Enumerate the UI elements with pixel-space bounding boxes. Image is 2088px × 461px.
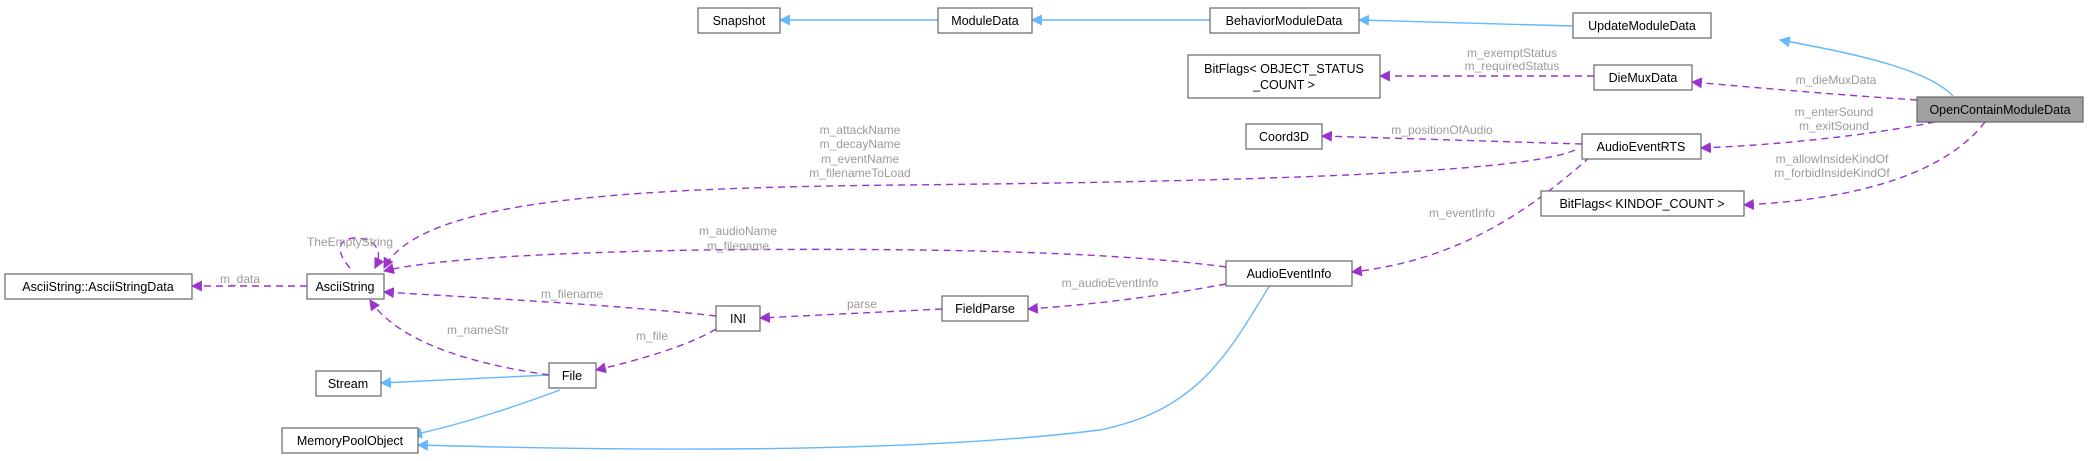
node-label: AsciiString::AsciiStringData: [22, 280, 173, 294]
label-allow-inside-kindof: m_allowInsideKindOf: [1776, 152, 1889, 166]
edge-audioeventinfo-to-memorypool: [416, 284, 1271, 451]
edge-fieldparse-to-ini: [758, 308, 943, 324]
label-filename-to-load: m_filenameToLoad: [809, 166, 910, 180]
edge-audioeventrts-to-coord3d: [1320, 130, 1583, 145]
node-label: BehaviorModuleData: [1226, 14, 1343, 28]
node-label: File: [562, 369, 582, 383]
edge-audioeventrts-to-asciistring: [383, 149, 1576, 269]
node-label: INI: [730, 312, 746, 326]
node-module-data[interactable]: ModuleData: [937, 7, 1033, 34]
label-required-status: m_requiredStatus: [1465, 59, 1560, 73]
edge-audioeventinfo-to-asciistring: [382, 248, 1227, 275]
edge-file-to-asciistring: [369, 299, 550, 376]
node-bitflags-object-status[interactable]: BitFlags< OBJECT_STATUS _COUNT >: [1187, 54, 1381, 99]
label-forbid-inside-kindof: m_forbidInsideKindOf: [1774, 166, 1890, 180]
label-exempt-status: m_exemptStatus: [1467, 46, 1557, 60]
node-label: FieldParse: [955, 302, 1015, 316]
nodes: Snapshot ModuleData BehaviorModuleData U…: [4, 7, 2084, 454]
node-field-parse[interactable]: FieldParse: [941, 295, 1029, 322]
label-position-of-audio: m_positionOfAudio: [1391, 123, 1493, 137]
node-label: MemoryPoolObject: [297, 434, 404, 448]
edge-file-to-stream: [379, 374, 550, 389]
edge-asciistring-self: [339, 237, 385, 269]
node-behavior-module-data[interactable]: BehaviorModuleData: [1209, 7, 1360, 34]
node-audio-event-rts[interactable]: AudioEventRTS: [1581, 133, 1702, 160]
edge-file-to-memorypool: [410, 389, 561, 439]
node-stream[interactable]: Stream: [315, 370, 382, 397]
node-label: AsciiString: [315, 280, 374, 294]
label-attack-name: m_attackName: [820, 123, 901, 137]
node-ascii-string-data[interactable]: AsciiString::AsciiStringData: [4, 273, 193, 300]
edge-update-to-behavior: [1357, 14, 1574, 27]
label-file: m_file: [636, 329, 668, 343]
edge-opencontain-to-update: [1778, 36, 1954, 97]
label-event-info: m_eventInfo: [1429, 206, 1495, 220]
node-label: AudioEventRTS: [1597, 140, 1686, 154]
node-file[interactable]: File: [548, 362, 597, 389]
label-filename-audioeventinfo: m_filename: [707, 239, 769, 253]
node-label: OpenContainModuleData: [1929, 103, 2070, 117]
label-the-empty-string: TheEmptyString: [307, 235, 393, 249]
node-label-line1: BitFlags< OBJECT_STATUS: [1204, 62, 1364, 76]
node-update-module-data[interactable]: UpdateModuleData: [1572, 12, 1712, 39]
edge-opencontain-to-diemux: [1690, 77, 1918, 101]
node-ascii-string[interactable]: AsciiString: [306, 273, 385, 300]
edge-audioeventrts-to-audioeventinfo: [1350, 156, 1591, 277]
node-open-contain-module-data[interactable]: OpenContainModuleData: [1916, 96, 2084, 123]
label-filename-ini: m_filename: [541, 287, 603, 301]
edge-opencontain-to-bitflags-kindof: [1742, 121, 1986, 210]
label-parse: parse: [847, 297, 877, 311]
label-decay-name: m_decayName: [820, 137, 901, 151]
edge-ini-to-file: [594, 328, 717, 374]
node-coord3d[interactable]: Coord3D: [1245, 123, 1323, 150]
label-data: m_data: [220, 272, 260, 286]
node-bitflags-kindof[interactable]: BitFlags< KINDOF_COUNT >: [1540, 190, 1745, 217]
label-audio-name: m_audioName: [699, 224, 777, 238]
node-label: DieMuxData: [1609, 71, 1678, 85]
usage-edges: [190, 70, 1986, 376]
node-die-mux-data[interactable]: DieMuxData: [1593, 64, 1693, 91]
node-label: Snapshot: [713, 14, 766, 28]
node-ini[interactable]: INI: [715, 305, 761, 332]
edge-opencontain-to-audioeventrts: [1699, 121, 1936, 154]
node-snapshot[interactable]: Snapshot: [697, 7, 781, 34]
node-label: BitFlags< KINDOF_COUNT >: [1559, 197, 1724, 211]
label-die-mux-data: m_dieMuxData: [1796, 73, 1877, 87]
label-exit-sound: m_exitSound: [1799, 119, 1869, 133]
edge-labels: m_exemptStatus m_requiredStatus m_dieMux…: [220, 46, 1890, 343]
edge-audioeventinfo-to-fieldparse: [1026, 283, 1227, 314]
label-audio-event-info: m_audioEventInfo: [1062, 276, 1159, 290]
node-memory-pool-object[interactable]: MemoryPoolObject: [281, 427, 419, 454]
node-label: Coord3D: [1259, 130, 1309, 144]
label-name-str: m_nameStr: [447, 323, 509, 337]
node-label: ModuleData: [951, 14, 1018, 28]
node-audio-event-info[interactable]: AudioEventInfo: [1225, 260, 1353, 287]
node-label: Stream: [328, 377, 368, 391]
inheritance-edges: [379, 14, 1954, 451]
label-enter-sound: m_enterSound: [1795, 105, 1874, 119]
edge-ini-to-asciistring: [382, 287, 717, 317]
label-event-name: m_eventName: [821, 152, 899, 166]
node-label: UpdateModuleData: [1588, 19, 1696, 33]
node-label-line2: _COUNT >: [1252, 78, 1315, 92]
node-label: AudioEventInfo: [1247, 267, 1332, 281]
